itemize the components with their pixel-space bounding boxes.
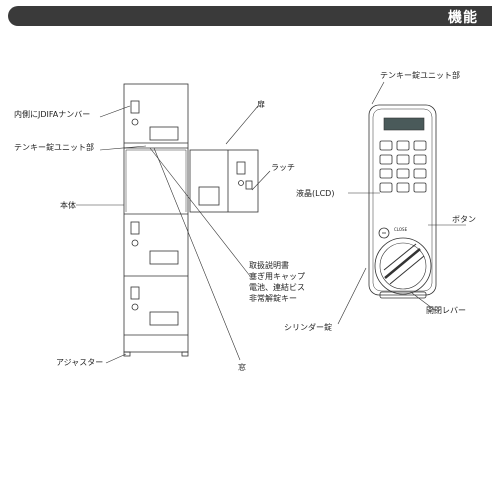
label-jdifa: 内側にJDIFAナンバー xyxy=(14,109,90,119)
close-label: CLOSE xyxy=(394,227,408,232)
label-lcd: 液晶(LCD) xyxy=(296,188,334,198)
label-lever: 開閉レバー xyxy=(426,306,466,315)
label-manual-2: 塞ぎ用キャップ xyxy=(249,271,305,281)
label-tenkey-right: テンキー錠ユニット部 xyxy=(380,70,460,80)
label-tenkey-left: テンキー錠ユニット部 xyxy=(14,142,94,152)
label-manual-1: 取扱説明書 xyxy=(249,260,289,270)
tenkey-lock-unit xyxy=(368,104,437,299)
cylinder-lock-icon xyxy=(378,227,390,239)
label-manual-3: 電池、連結ビス xyxy=(249,282,305,292)
open-door xyxy=(189,149,259,213)
locker-cabinet xyxy=(123,83,189,357)
label-adjuster: アジャスター xyxy=(56,358,103,367)
lcd-screen xyxy=(383,117,425,131)
leader-lines xyxy=(76,81,466,364)
label-window: 窓 xyxy=(238,362,246,372)
label-door: 扉 xyxy=(257,99,265,109)
label-button: ボタン xyxy=(452,215,476,224)
label-manual-4: 非常解錠キー xyxy=(249,293,297,303)
label-body: 本体 xyxy=(60,200,76,210)
page-title: 機能 xyxy=(448,10,478,26)
keypad xyxy=(379,140,427,193)
label-latch: ラッチ xyxy=(271,163,295,172)
open-close-lever xyxy=(374,237,432,295)
label-cylinder: シリンダー錠 xyxy=(284,322,332,332)
header-bar: 機能 xyxy=(8,6,492,26)
